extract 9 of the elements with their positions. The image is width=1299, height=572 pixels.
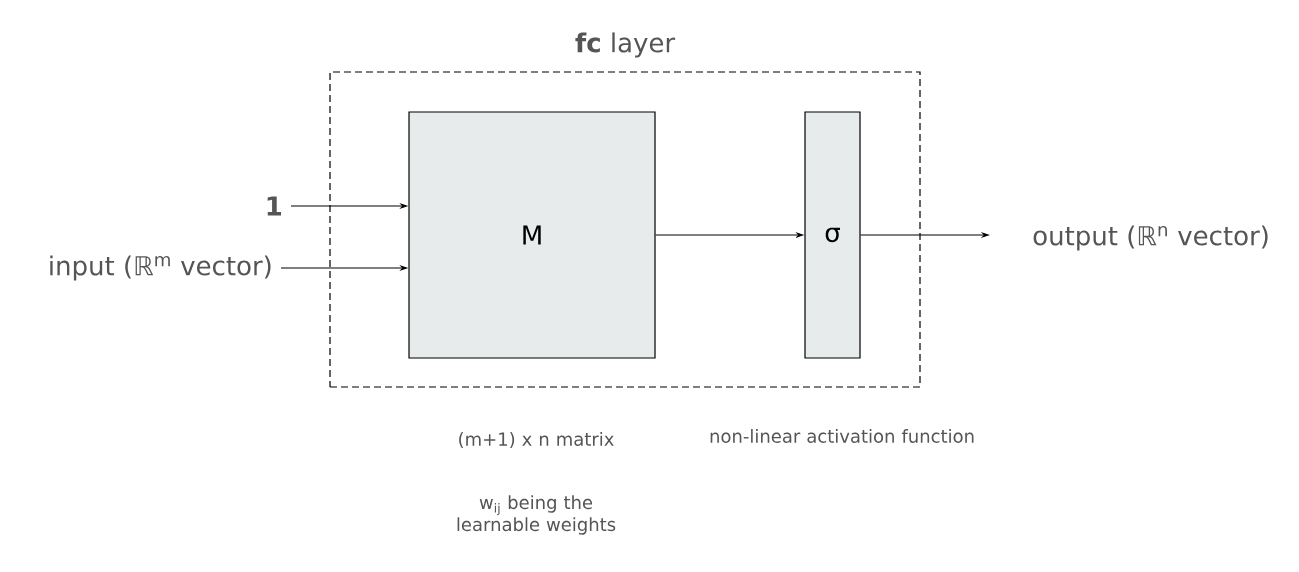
signal-label: output (ℝ$^{n}$ vector) xyxy=(1033,225,1268,251)
caption-text: non-linear activation function xyxy=(710,429,974,443)
matrix-box: M xyxy=(408,111,656,359)
caption-text: (m+1) x n matrix xyxy=(459,431,614,448)
signal-label: input (ℝ$^{m}$ vector) xyxy=(50,255,271,281)
signal-label: 1 xyxy=(267,196,281,216)
activation-box: σ xyxy=(804,111,861,359)
layer-heading: fc layer xyxy=(575,32,676,58)
caption-text: w$_{ij}$ being the learnable weights xyxy=(457,495,616,535)
